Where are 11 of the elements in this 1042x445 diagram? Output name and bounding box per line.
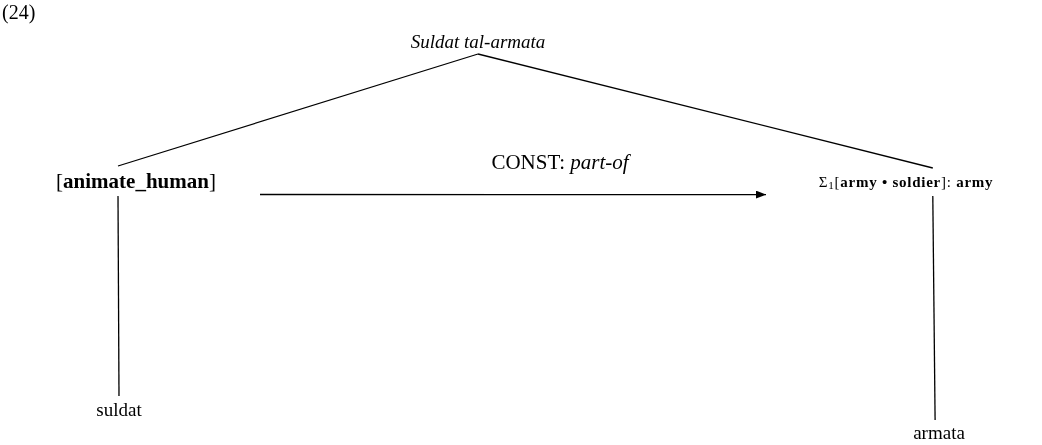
word-label: armata — [900, 420, 978, 445]
concept-label: [animate_human] — [16, 166, 256, 196]
word-label: suldat — [84, 396, 154, 422]
concept-label: Σ$_{1}$[army • soldier]: army — [772, 168, 1040, 196]
example-number: (24) — [2, 2, 36, 22]
tree-line — [477, 53, 934, 169]
arrow — [259, 190, 767, 199]
tree-line — [117, 195, 120, 397]
tree-line — [932, 195, 936, 421]
phrase-label: Suldat tal-armata — [398, 28, 558, 54]
tree-line — [117, 53, 479, 167]
